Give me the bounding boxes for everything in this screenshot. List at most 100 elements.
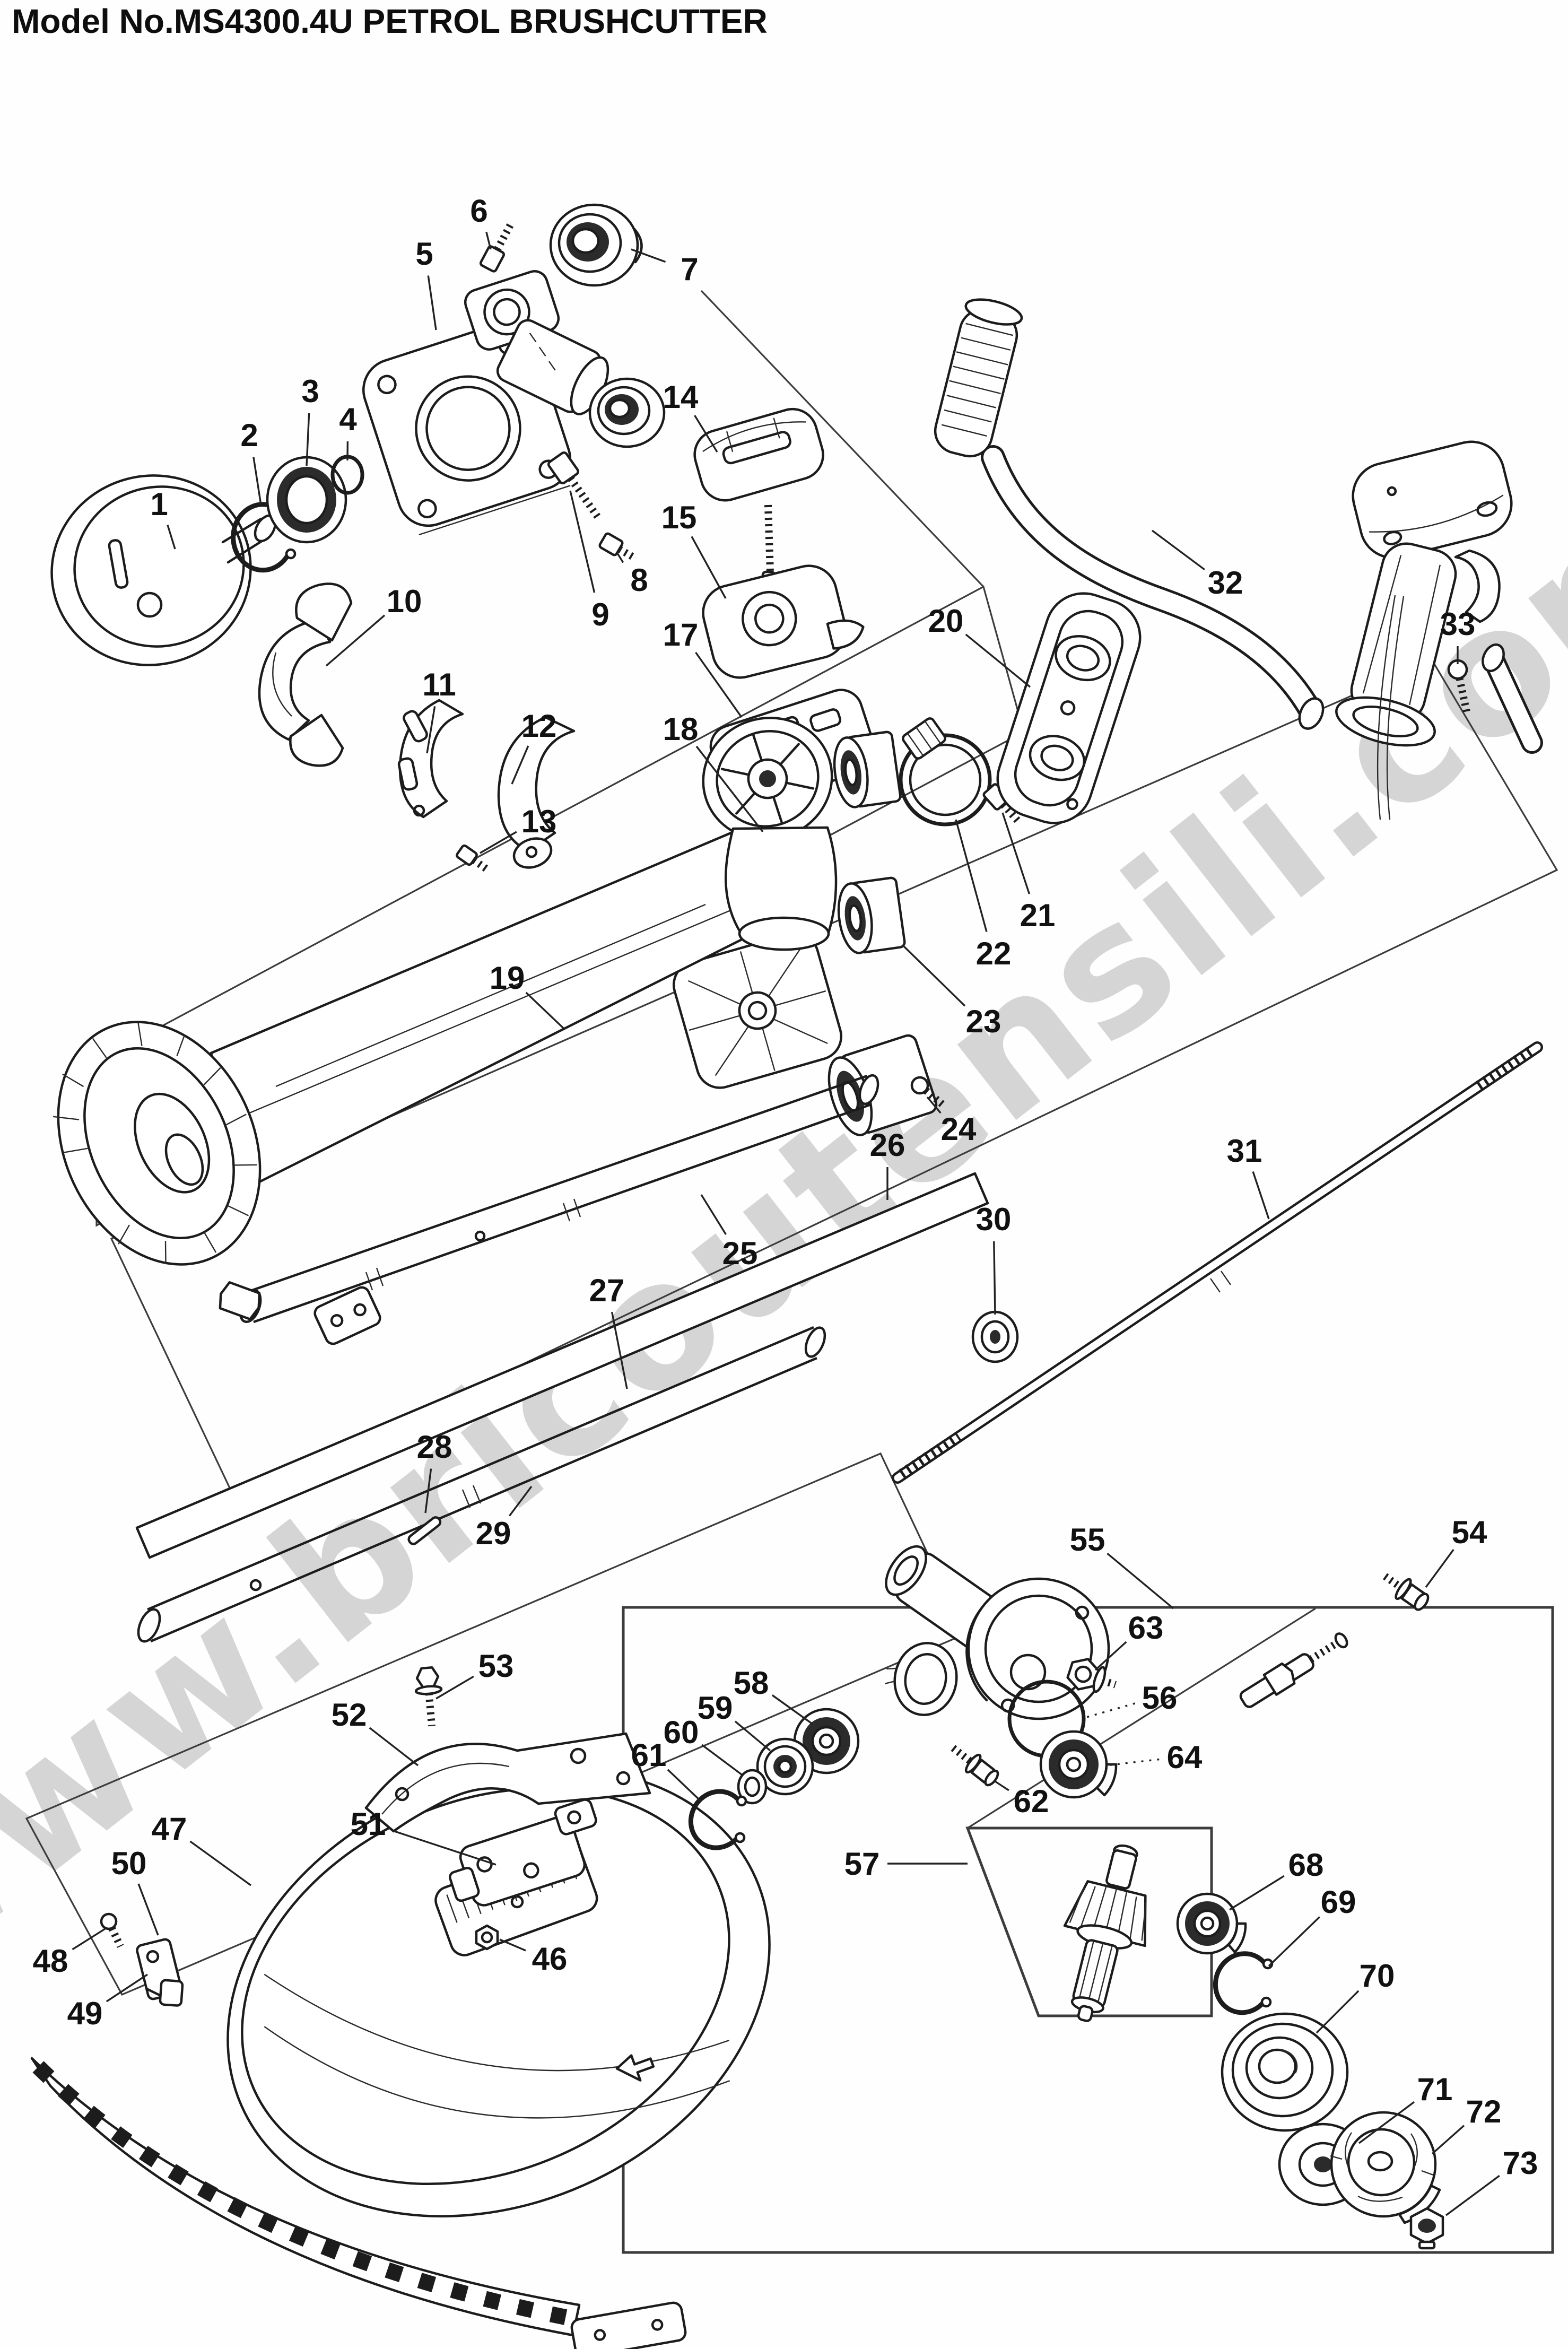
part-number-71: 71 <box>1417 2072 1453 2107</box>
callout-68: 68 <box>1229 1847 1323 1911</box>
part-14-knob <box>693 407 824 583</box>
leader-line-5 <box>427 275 437 330</box>
leader-line-20 <box>965 633 1031 688</box>
leader-line-12 <box>511 745 529 785</box>
part-bushing-upper <box>833 730 902 808</box>
callout-33: 33 <box>1440 606 1476 664</box>
part-number-56: 56 <box>1142 1680 1178 1716</box>
callout-58: 58 <box>734 1665 813 1725</box>
callout-2: 2 <box>240 417 262 506</box>
callout-59: 59 <box>698 1690 771 1752</box>
part-number-59: 59 <box>698 1690 733 1726</box>
part-49-bracket <box>136 1938 184 2007</box>
part-27-29-lower-tube <box>137 1326 826 1643</box>
part-25-upper-tube <box>219 1074 879 1324</box>
part-number-24: 24 <box>941 1111 977 1147</box>
part-number-18: 18 <box>663 711 699 747</box>
part-number-15: 15 <box>661 500 697 535</box>
leader-line-52 <box>369 1727 419 1767</box>
leader-line-69 <box>1268 1916 1320 1967</box>
part-12-clamp-strap <box>497 716 576 869</box>
part-number-21: 21 <box>1020 898 1056 933</box>
part-number-11: 11 <box>422 667 456 702</box>
callout-69: 69 <box>1268 1884 1356 1967</box>
part-number-31: 31 <box>1227 1133 1262 1169</box>
part-number-26: 26 <box>870 1127 905 1163</box>
leader-line-17 <box>695 651 743 718</box>
part-trigger-handle <box>1335 440 1513 820</box>
callout-22: 22 <box>955 819 1011 971</box>
callout-5: 5 <box>415 236 437 330</box>
part-number-13: 13 <box>521 804 557 839</box>
callout-8: 8 <box>615 551 648 598</box>
part-64-bearing <box>1039 1730 1118 1799</box>
leader-line-14 <box>694 415 718 453</box>
callout-62: 62 <box>995 1780 1049 1819</box>
part-number-19: 19 <box>490 960 525 996</box>
part-number-51: 51 <box>351 1806 386 1842</box>
part-number-49: 49 <box>67 1996 103 2031</box>
callout-49: 49 <box>67 1973 148 2031</box>
leader-line-21 <box>1001 812 1031 894</box>
callout-15: 15 <box>661 500 727 599</box>
part-number-69: 69 <box>1321 1884 1356 1920</box>
part-number-33: 33 <box>1440 606 1476 642</box>
part-31-drive-rod <box>892 1041 1543 1484</box>
callout-52: 52 <box>332 1697 419 1767</box>
part-63-bolt <box>1066 1658 1117 1693</box>
callout-72: 72 <box>1431 2094 1501 2155</box>
part-number-73: 73 <box>1503 2145 1538 2181</box>
part-13-screw <box>456 844 489 872</box>
callout-24: 24 <box>926 1096 977 1147</box>
leader-line-49 <box>106 1973 148 2003</box>
part-number-60: 60 <box>664 1715 699 1750</box>
part-7-bearing <box>549 203 643 287</box>
callout-30: 30 <box>976 1202 1011 1315</box>
callout-29: 29 <box>476 1485 533 1551</box>
part-number-62: 62 <box>1014 1784 1049 1819</box>
part-73-nut <box>1409 2207 1444 2250</box>
part-number-6: 6 <box>470 193 487 229</box>
part-59-bearing <box>756 1737 814 1796</box>
part-number-4: 4 <box>339 402 357 437</box>
part-72-ratchet-plate <box>1330 2111 1441 2224</box>
part-number-53: 53 <box>478 1648 514 1684</box>
part-number-callouts: 1234567891011121314151718192021222324252… <box>33 193 1538 2216</box>
callout-13: 13 <box>480 804 557 854</box>
part-19-shaft-housing <box>53 716 838 1345</box>
leader-line-32 <box>1151 529 1205 571</box>
callout-60: 60 <box>664 1715 743 1776</box>
part-number-14: 14 <box>663 379 699 415</box>
callout-25: 25 <box>700 1194 757 1271</box>
part-61-circlip <box>688 1789 747 1850</box>
callout-14: 14 <box>663 379 718 453</box>
callout-71: 71 <box>1358 2072 1453 2144</box>
callout-28: 28 <box>417 1429 452 1513</box>
leader-line-1 <box>167 525 176 550</box>
part-22-clamp-ring <box>899 717 992 826</box>
callout-63: 63 <box>1094 1610 1163 1671</box>
part-51-bracket-plate <box>449 1798 597 1907</box>
leader-line-53 <box>435 1675 474 1700</box>
part-number-10: 10 <box>387 584 422 619</box>
part-number-58: 58 <box>734 1665 769 1701</box>
callout-57: 57 <box>844 1846 968 1882</box>
leader-line-25 <box>700 1194 727 1235</box>
callout-11: 11 <box>422 667 456 754</box>
callout-23: 23 <box>902 944 1001 1039</box>
leader-line-11 <box>426 706 436 754</box>
part-number-61: 61 <box>631 1737 667 1773</box>
callout-9: 9 <box>569 490 609 632</box>
callout-53: 53 <box>435 1648 514 1700</box>
part-number-12: 12 <box>521 708 557 744</box>
leader-line-2 <box>252 457 262 506</box>
callout-10: 10 <box>325 584 422 667</box>
part-53-bolt <box>414 1666 443 1727</box>
part-52-saddle-clamp <box>364 1732 651 1833</box>
leader-line-28 <box>424 1468 432 1513</box>
leader-line-23 <box>902 944 966 1007</box>
leader-line-22 <box>955 819 988 933</box>
leader-line-68 <box>1229 1875 1285 1911</box>
part-60-washer <box>737 1769 768 1805</box>
